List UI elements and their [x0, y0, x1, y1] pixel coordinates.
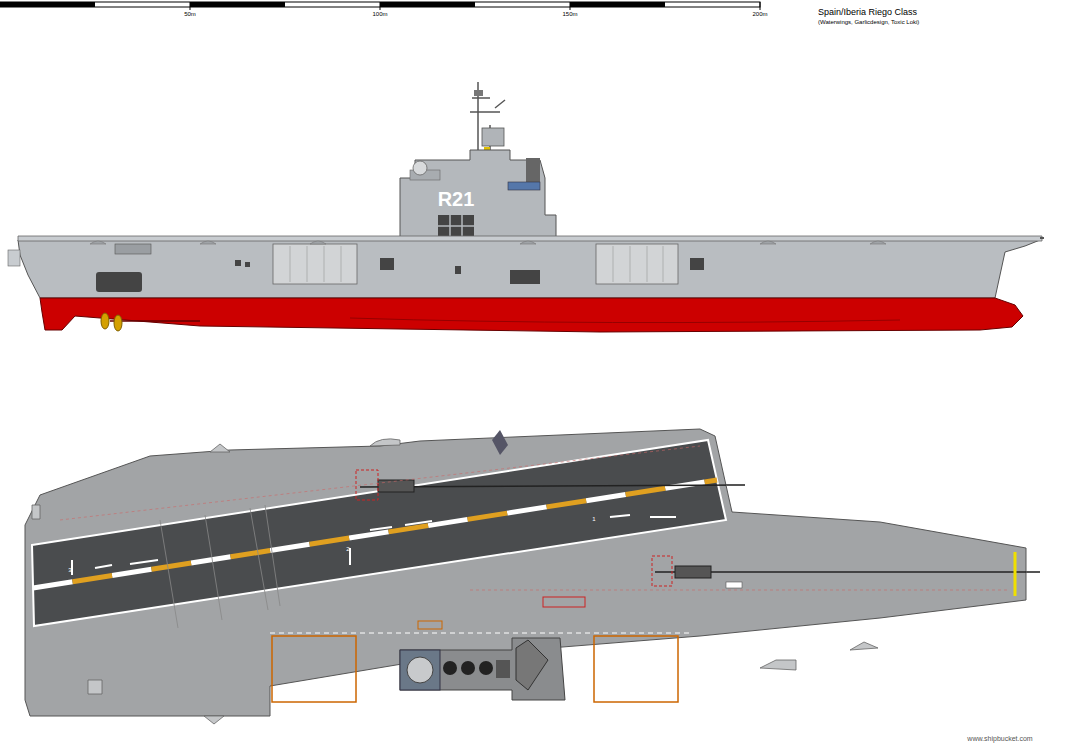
- hangar-door: [596, 244, 678, 284]
- propeller: [101, 313, 109, 329]
- hangar-door: [273, 244, 357, 284]
- aircraft: [492, 430, 508, 455]
- centerline: [33, 480, 717, 588]
- scale-bar: [0, 2, 760, 10]
- mast: [470, 82, 505, 150]
- elevator: [272, 636, 356, 702]
- boat-bay: [510, 270, 540, 284]
- island-plan: [400, 638, 565, 700]
- boat-bay: [96, 272, 142, 292]
- author-credit: (Waterwings, Garlicdesign, Toxic Loki): [818, 19, 919, 26]
- drawing-title: Spain/Iberia Riego Class: [818, 8, 917, 18]
- flight-deck-edge: [18, 236, 1042, 241]
- scale-label: 150m: [562, 11, 577, 18]
- centerline: [33, 480, 717, 588]
- side-profile: [8, 82, 1044, 332]
- island: [400, 150, 556, 240]
- bridge-windows: [508, 182, 540, 190]
- watermark: www.shipbucket.com: [967, 735, 1032, 743]
- spot-number: 3: [68, 567, 71, 574]
- scale-label: 50m: [184, 11, 196, 18]
- spot-number: 2: [346, 546, 349, 553]
- propeller: [114, 315, 122, 331]
- hull: [18, 240, 1040, 298]
- island-grid: [438, 215, 474, 237]
- elevator: [594, 636, 678, 702]
- plan-view: [25, 429, 1040, 724]
- hull-number: R21: [438, 188, 475, 210]
- scale-label: 200m: [752, 11, 767, 18]
- angled-deck: [32, 440, 726, 626]
- scale-label: 100m: [372, 11, 387, 18]
- radome: [413, 161, 427, 175]
- radar: [474, 90, 483, 96]
- catapult-track: [360, 485, 745, 487]
- mast-platform: [482, 128, 504, 146]
- spot-number: 1: [592, 516, 595, 523]
- underwater-hull: [40, 298, 1023, 332]
